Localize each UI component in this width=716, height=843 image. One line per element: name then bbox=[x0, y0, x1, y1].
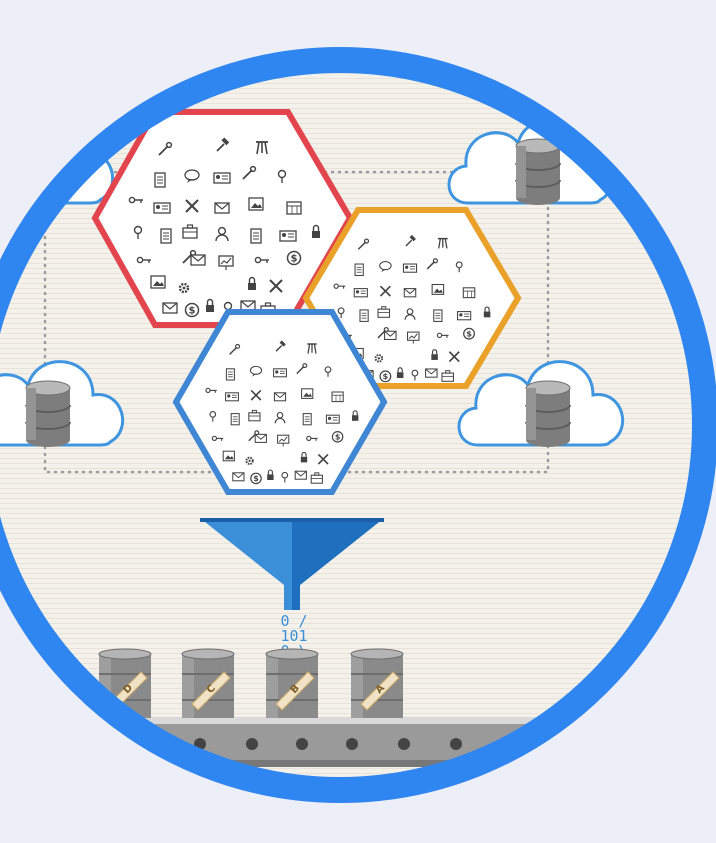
binary-line: 101 bbox=[280, 627, 307, 645]
barrel-c: C bbox=[181, 648, 235, 719]
barrel-b: B bbox=[265, 648, 319, 719]
barrel-icon bbox=[181, 648, 235, 719]
barrel-d: D bbox=[98, 648, 152, 719]
binary-line: 0 / bbox=[280, 612, 307, 630]
barrel-icon bbox=[350, 648, 404, 719]
barrel-icon bbox=[265, 648, 319, 719]
hexagon-orange bbox=[302, 207, 522, 389]
hexagon-blue bbox=[172, 309, 388, 495]
ring-border bbox=[0, 47, 716, 803]
funnel-icon bbox=[200, 518, 384, 610]
barrel-a: A bbox=[350, 648, 404, 719]
